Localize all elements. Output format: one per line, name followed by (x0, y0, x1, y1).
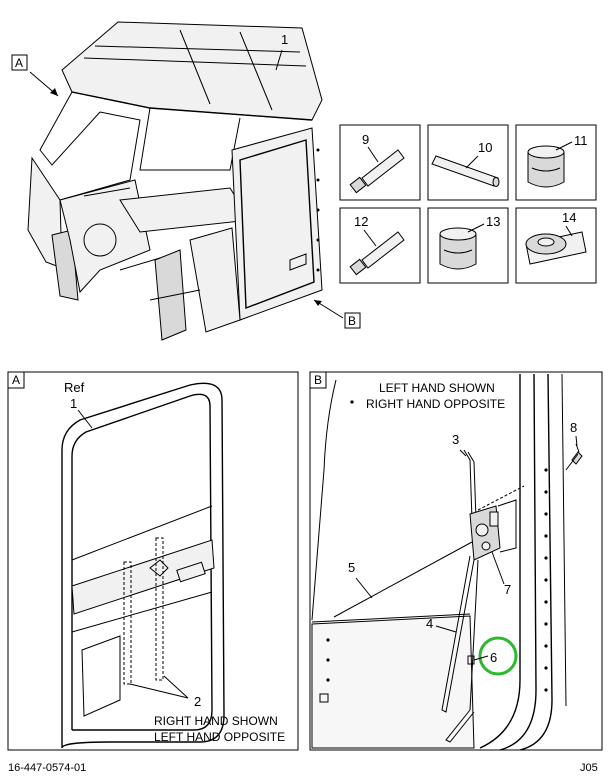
part-panel-13 (427, 207, 509, 284)
latch-assembly (333, 443, 583, 743)
view-a-marker: A (15, 56, 23, 70)
detail-b-letter: B (314, 373, 322, 387)
detail-b-note-line1: LEFT HAND SHOWN (379, 381, 495, 395)
part-number-12: 12 (354, 214, 368, 229)
tape-roll-icon (525, 231, 587, 265)
cab-callout-leader (275, 49, 283, 71)
view-b-marker: B (348, 314, 356, 328)
drawing-number: 16-447-0574-01 (8, 762, 86, 774)
part-panel-10 (427, 124, 509, 201)
detail-a-letter: A (12, 373, 20, 387)
part-number-11: 11 (574, 133, 588, 148)
detail-b-callout-5: 5 (348, 560, 355, 575)
tube-icon (349, 149, 405, 194)
door-frame-drawing (61, 382, 225, 749)
sheet-code: J05 (580, 762, 598, 774)
can-icon (439, 227, 477, 270)
part-number-10: 10 (478, 140, 492, 155)
part-panel-14 (515, 207, 597, 284)
detail-a-callout-1: 1 (70, 396, 77, 411)
can-icon (527, 145, 565, 188)
view-b-marker-box (344, 312, 361, 329)
rod-icon (431, 155, 500, 187)
detail-a-note-line2: LEFT HAND OPPOSITE (154, 730, 285, 744)
detail-b-callout-6: 6 (490, 650, 497, 665)
detail-a-ref-text: Ref (64, 380, 85, 395)
detail-a-panel: A Ref 1 2 RIGHT HAND SHOWN LEFT HAND OPP… (7, 371, 299, 751)
detail-b-callout-8: 8 (570, 420, 577, 435)
parts-panels: 9 10 11 12 (339, 124, 597, 284)
door-edge-drawing (311, 373, 567, 751)
detail-b-callout-7: 7 (504, 582, 511, 597)
detail-b-callout-3: 3 (452, 432, 459, 447)
part-number-14: 14 (562, 210, 576, 225)
detail-b-callout-4: 4 (426, 616, 433, 631)
part-number-9: 9 (362, 132, 369, 147)
part-panel-12 (339, 207, 421, 284)
detail-b-note-line2: RIGHT HAND OPPOSITE (366, 397, 505, 411)
highlight-circle (478, 636, 518, 676)
part-panel-11 (515, 124, 597, 201)
tube-icon (349, 231, 405, 276)
cab-illustration (27, 21, 323, 341)
cab-callout-1: 1 (281, 32, 288, 47)
detail-a-note-line1: RIGHT HAND SHOWN (154, 714, 278, 728)
part-number-13: 13 (486, 214, 500, 229)
detail-b-panel: B LEFT HAND SHOWN RIGHT HAND OPPOSITE (309, 371, 603, 751)
detail-a-callout-2: 2 (194, 694, 201, 709)
part-panel-9 (339, 124, 421, 201)
view-a-marker-box (11, 54, 28, 71)
